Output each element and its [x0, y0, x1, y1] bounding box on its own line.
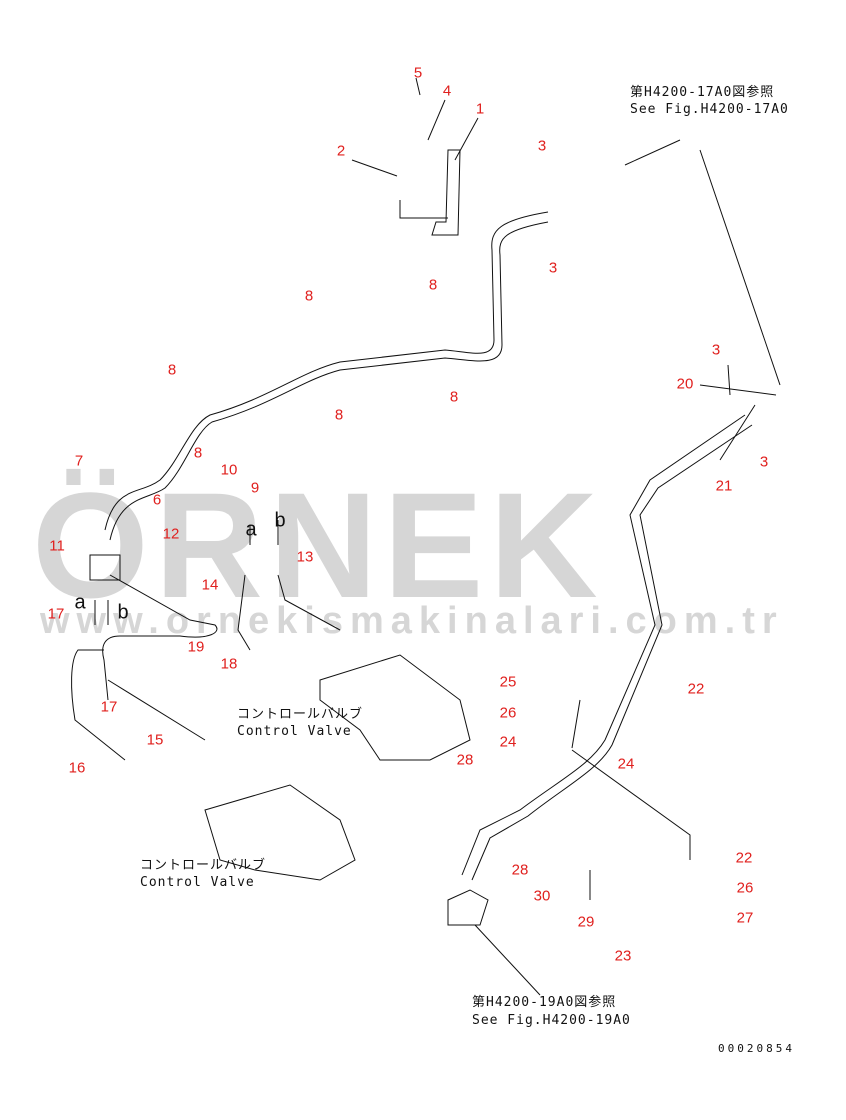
callout: 22	[735, 849, 753, 867]
callout: 3	[537, 137, 547, 155]
port-label: a	[74, 591, 86, 614]
callout: 26	[736, 879, 754, 897]
callout: 24	[499, 733, 517, 751]
callout: 22	[687, 680, 705, 698]
callout: 16	[68, 759, 86, 777]
callout: 2	[336, 142, 346, 160]
callout: 19	[187, 638, 205, 656]
ref-bottom-jp: 第H4200-19A0図参照	[472, 995, 617, 1010]
callout: 3	[548, 259, 558, 277]
callout: 20	[676, 375, 694, 393]
control-valve-1	[319, 654, 471, 761]
callout: 8	[428, 276, 438, 294]
ref-top-en: See Fig.H4200-17A0	[630, 102, 789, 117]
callout: 1	[475, 100, 485, 118]
callout: 15	[146, 731, 164, 749]
callout: 8	[304, 287, 314, 305]
plate	[447, 889, 489, 926]
control-valve-2	[204, 784, 356, 881]
callout: 26	[499, 704, 517, 722]
callout: 18	[220, 655, 238, 673]
drawing-code: 00020854	[718, 1042, 795, 1055]
pipe-right	[461, 414, 746, 876]
pipe-upper-2	[109, 221, 549, 541]
callout: 11	[49, 537, 65, 555]
callout: 10	[220, 461, 238, 479]
callout: 12	[162, 525, 180, 543]
callout: 29	[577, 913, 595, 931]
block-11	[89, 554, 121, 581]
callout: 8	[167, 361, 177, 379]
port-label: a	[245, 518, 257, 541]
callout: 8	[334, 406, 344, 424]
control-valve-label-jp: コントロールバルブ	[140, 858, 267, 873]
callout: 28	[511, 861, 529, 879]
callout: 3	[759, 453, 769, 471]
callout: 14	[201, 576, 219, 594]
callout: 24	[617, 755, 635, 773]
callout: 7	[74, 452, 84, 470]
control-valve-label-en: Control Valve	[237, 724, 352, 739]
ref-bottom-en: See Fig.H4200-19A0	[472, 1013, 631, 1028]
callout: 4	[442, 82, 452, 100]
callout: 8	[449, 388, 459, 406]
pipe-upper	[104, 211, 549, 531]
port-label: b	[117, 601, 129, 624]
callout: 9	[250, 479, 260, 497]
ref-top-jp: 第H4200-17A0図参照	[630, 85, 775, 100]
callout: 3	[711, 341, 721, 359]
bracket	[431, 149, 461, 236]
control-valve-label-en: Control Valve	[140, 875, 255, 890]
callout: 27	[736, 909, 754, 927]
callout: 8	[193, 444, 203, 462]
callout: 23	[614, 947, 632, 965]
control-valve-label-jp: コントロールバルブ	[237, 707, 364, 722]
callout: 25	[499, 673, 517, 691]
callout: 28	[456, 751, 474, 769]
callout: 17	[47, 605, 65, 623]
callout: 6	[152, 491, 162, 509]
callout: 21	[715, 477, 733, 495]
callout: 5	[413, 64, 423, 82]
port-label: b	[274, 509, 286, 532]
callout: 17	[100, 698, 118, 716]
callout: 30	[533, 887, 551, 905]
callout: 13	[296, 548, 314, 566]
